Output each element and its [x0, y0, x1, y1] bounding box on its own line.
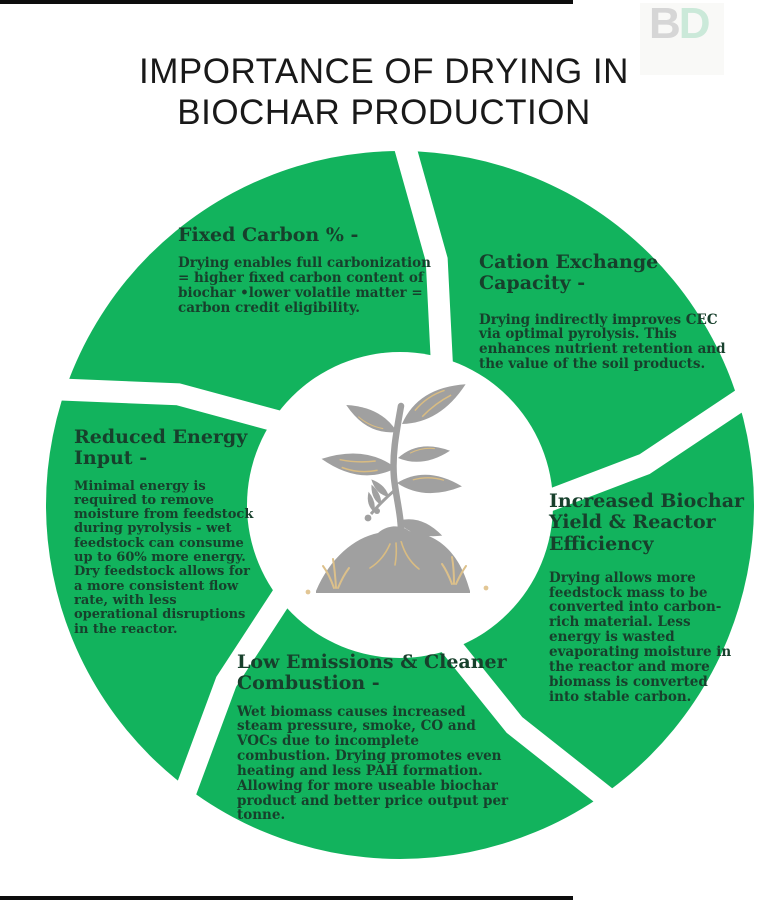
- segment-body-reduced-energy: Minimal energy is required to remove moi…: [74, 478, 254, 637]
- segment-low-emissions: Low Emissions & Cleaner Combustion - Wet…: [237, 651, 537, 824]
- logo-letter-b: B: [649, 0, 681, 48]
- segment-heading-low-emissions: Low Emissions & Cleaner Combustion -: [237, 651, 507, 695]
- segment-separators: [41, 140, 764, 818]
- bottom-edge-bar: [0, 896, 573, 900]
- top-edge-bar: [0, 0, 573, 4]
- plant-leaves: [321, 384, 466, 537]
- logo-card: [640, 3, 724, 75]
- segment-body-fixed-carbon: Drying enables full carbonization = high…: [178, 255, 431, 316]
- soil-dots: [305, 585, 489, 595]
- separator-left: [41, 377, 319, 443]
- segment-fixed-carbon: Fixed Carbon % - Drying enables full car…: [178, 224, 434, 316]
- page-title-line-1: IMPORTANCE OF DRYING IN: [139, 52, 629, 91]
- soil-mound: [316, 526, 470, 593]
- separator-right: [507, 379, 764, 526]
- separator-bottom-right: [416, 607, 628, 818]
- cycle-diagram-graphic: [41, 140, 764, 859]
- droop-branch: [369, 488, 396, 515]
- logo-letter-d: D: [678, 0, 711, 48]
- cycle-diagram: Fixed Carbon % - Drying enables full car…: [0, 140, 768, 900]
- brand-logo: BD: [649, 0, 711, 48]
- segment-increased-yield: Increased Biochar Yield & Reactor Effici…: [549, 490, 754, 705]
- plant-illustration: [305, 384, 489, 595]
- page-title-line-2: BIOCHAR PRODUCTION: [177, 92, 591, 132]
- segment-heading-cation-exchange: Cation Exchange Capacity -: [479, 251, 659, 295]
- page-title: IMPORTANCE OF DRYING IN BIOCHAR PRODUCTI…: [0, 52, 768, 133]
- grass-tufts: [322, 556, 467, 589]
- separator-bottom-left: [168, 556, 314, 814]
- segment-heading-fixed-carbon: Fixed Carbon % -: [178, 224, 359, 246]
- separator-top: [391, 140, 455, 403]
- segment-heading-reduced-energy: Reduced Energy Input -: [74, 426, 248, 470]
- mound-root-lines: [369, 540, 420, 570]
- segment-body-low-emissions: Wet biomass causes increased steam press…: [237, 703, 509, 824]
- segment-reduced-energy: Reduced Energy Input - Minimal energy is…: [74, 426, 274, 637]
- segment-body-increased-yield: Drying allows more feedstock mass to be …: [549, 569, 732, 705]
- segment-cation-exchange: Cation Exchange Capacity - Drying indire…: [479, 251, 729, 373]
- plant-stem: [390, 402, 405, 542]
- segment-heading-increased-yield: Increased Biochar Yield & Reactor Effici…: [549, 490, 745, 555]
- segment-body-cation-exchange: Drying indirectly improves CEC via optim…: [479, 311, 726, 373]
